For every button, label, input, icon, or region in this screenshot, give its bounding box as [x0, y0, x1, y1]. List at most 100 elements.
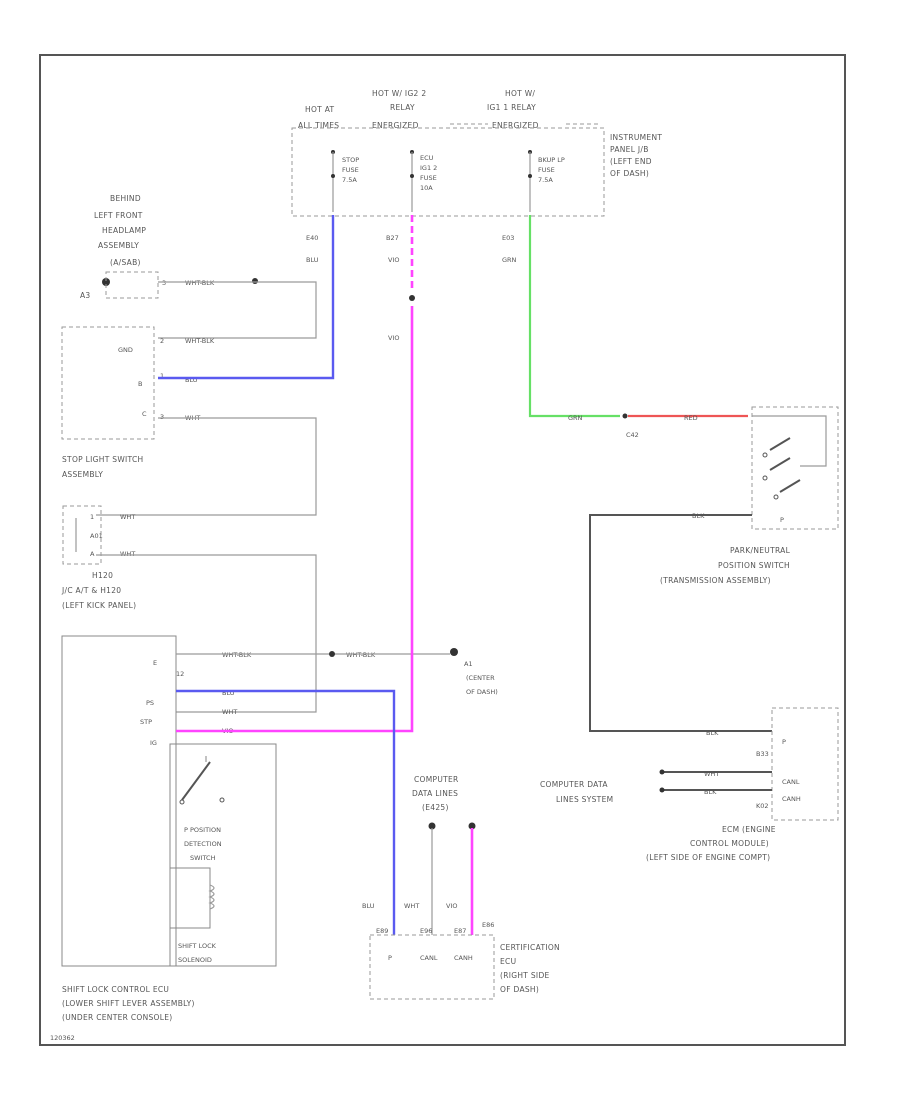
- svg-text:12: 12: [176, 670, 184, 678]
- svg-text:RELAY: RELAY: [390, 103, 415, 112]
- cert-pins: P CANL CANH: [388, 954, 473, 962]
- wire-label-wht-ecm: WHT: [704, 770, 719, 778]
- wire-id-e03: E03: [502, 234, 514, 242]
- svg-text:B: B: [138, 380, 142, 388]
- svg-text:ENERGIZED: ENERGIZED: [492, 121, 539, 130]
- wire-id-b27: B27: [386, 234, 399, 242]
- svg-text:PARK/NEUTRAL: PARK/NEUTRAL: [730, 546, 791, 555]
- stop-light-switch-label: STOP LIGHT SWITCH ASSEMBLY: [62, 455, 143, 479]
- stop-light-switch-pins: GND B C 2 1 3: [118, 337, 164, 421]
- svg-text:HOT AT: HOT AT: [305, 105, 335, 114]
- diagram-frame: [39, 54, 846, 1046]
- svg-text:DETECTION: DETECTION: [184, 840, 222, 848]
- drawing-id: 120362: [50, 1034, 75, 1042]
- svg-text:A01: A01: [90, 532, 103, 540]
- bkup-lp-fuse: BKUP LP FUSE 7.5A: [528, 150, 565, 212]
- computer-data-splice-label: COMPUTER DATA LINES (E425): [412, 775, 458, 812]
- svg-text:BLU: BLU: [362, 902, 375, 910]
- svg-text:B33: B33: [756, 750, 769, 758]
- svg-text:E86: E86: [482, 921, 494, 929]
- shift-lock-ecu-inner: [169, 743, 277, 967]
- svg-text:FUSE: FUSE: [538, 166, 555, 174]
- svg-text:(TRANSMISSION ASSEMBLY): (TRANSMISSION ASSEMBLY): [660, 576, 771, 585]
- svg-text:STOP: STOP: [342, 156, 359, 164]
- svg-text:2: 2: [160, 337, 164, 345]
- wire-label-wht-4: WHT: [222, 708, 237, 716]
- svg-text:E: E: [153, 659, 157, 667]
- svg-text:1: 1: [90, 513, 94, 521]
- ground-a3-label: A3: [80, 291, 91, 300]
- svg-text:VIO: VIO: [446, 902, 457, 910]
- svg-text:SWITCH: SWITCH: [190, 854, 216, 862]
- wire-black-park: [589, 514, 772, 732]
- ground-a1-label: A1 (CENTER OF DASH): [464, 660, 498, 696]
- svg-text:HOT W/: HOT W/: [505, 89, 535, 98]
- svg-text:HEADLAMP: HEADLAMP: [102, 226, 146, 235]
- wire-color-vio-top: VIO: [388, 256, 399, 264]
- svg-text:(A/SAB): (A/SAB): [110, 258, 141, 267]
- ecm-connector-ids: B33 K02: [756, 750, 769, 810]
- kick-panel-label: H120 J/C A/T & H120 (LEFT KICK PANEL): [61, 571, 136, 610]
- svg-text:(LEFT KICK PANEL): (LEFT KICK PANEL): [62, 601, 136, 610]
- hot-at-all-times-label: HOT AT ALL TIMES: [298, 105, 339, 130]
- wire-label-wht-blk-2: WHT-BLK: [185, 337, 215, 345]
- svg-text:(LEFT END: (LEFT END: [610, 157, 652, 166]
- svg-text:(CENTER: (CENTER: [466, 674, 495, 682]
- svg-text:WHT: WHT: [120, 550, 135, 558]
- svg-text:ECM (ENGINE: ECM (ENGINE: [722, 825, 776, 834]
- ecm-pins: P CANL CANH: [782, 738, 801, 803]
- ground-a3-point: [102, 278, 110, 286]
- wire-blue-ps: [176, 689, 396, 935]
- svg-text:BKUP LP: BKUP LP: [538, 156, 565, 164]
- svg-text:ENERGIZED: ENERGIZED: [372, 121, 419, 130]
- ecu-ig-fuse: ECU IG1 2 FUSE 10A: [410, 150, 437, 212]
- svg-text:COMPUTER DATA: COMPUTER DATA: [540, 780, 608, 789]
- svg-text:CANH: CANH: [454, 954, 473, 962]
- svg-text:10A: 10A: [420, 184, 433, 192]
- wire-color-blu-top: BLU: [306, 256, 319, 264]
- svg-text:BEHIND: BEHIND: [110, 194, 141, 203]
- svg-text:(LOWER SHIFT LEVER ASSEMBLY): (LOWER SHIFT LEVER ASSEMBLY): [62, 999, 195, 1008]
- svg-text:3: 3: [162, 279, 166, 287]
- svg-text:LEFT FRONT: LEFT FRONT: [94, 211, 143, 220]
- wire-color-grn-top: GRN: [502, 256, 517, 264]
- svg-text:3: 3: [160, 413, 164, 421]
- certification-ecu-label: CERTIFICATION ECU (RIGHT SIDE OF DASH): [500, 943, 560, 994]
- svg-text:CANH: CANH: [782, 795, 801, 803]
- instrument-panel-jb-label: INSTRUMENT PANEL J/B (LEFT END OF DASH): [610, 133, 662, 178]
- svg-text:WHT: WHT: [404, 902, 419, 910]
- stop-light-switch-box: [61, 326, 155, 440]
- wire-label-blk-2: BLK: [706, 729, 719, 737]
- svg-text:P: P: [782, 738, 786, 746]
- svg-text:CANL: CANL: [782, 778, 800, 786]
- svg-text:(LEFT SIDE OF ENGINE COMPT): (LEFT SIDE OF ENGINE COMPT): [646, 853, 770, 862]
- wire-pink-ecu: [176, 306, 414, 733]
- wire-label-wht-blk-1: WHT-BLK: [185, 279, 215, 287]
- svg-text:PS: PS: [146, 699, 154, 707]
- svg-text:K02: K02: [756, 802, 769, 810]
- ecm-label: ECM (ENGINE CONTROL MODULE) (LEFT SIDE O…: [646, 825, 776, 862]
- shift-lock-solenoid: SHIFT LOCK SOLENOID: [169, 867, 217, 964]
- shift-lock-ecu-box: [61, 635, 177, 967]
- cert-connector-ids: E89 E96 E87 E86: [376, 921, 494, 935]
- svg-text:J/C A/T & H120: J/C A/T & H120: [61, 586, 121, 595]
- park-switch-symbol: [752, 415, 827, 500]
- svg-text:E89: E89: [376, 927, 388, 935]
- wire-label-blu-3: BLU: [222, 689, 235, 697]
- wire-label-wht-blk-3: WHT-BLK: [222, 651, 252, 659]
- svg-text:ECU: ECU: [420, 154, 434, 162]
- svg-text:IG: IG: [150, 739, 157, 747]
- wire-label-blk-ecm: BLK: [704, 788, 717, 796]
- svg-text:A1: A1: [464, 660, 473, 668]
- wire-label-wht-blk-4: WHT-BLK: [346, 651, 376, 659]
- stop-fuse: STOP FUSE 7.5A: [331, 150, 359, 212]
- svg-text:INSTRUMENT: INSTRUMENT: [610, 133, 662, 142]
- p-position-switch: P POSITION DETECTION SWITCH: [179, 756, 225, 862]
- svg-text:PANEL J/B: PANEL J/B: [610, 145, 649, 154]
- park-switch-box: [751, 406, 839, 530]
- park-switch-label: PARK/NEUTRAL POSITION SWITCH (TRANSMISSI…: [660, 546, 791, 585]
- svg-text:FUSE: FUSE: [342, 166, 359, 174]
- ecm-box: [771, 707, 839, 821]
- svg-text:CANL: CANL: [420, 954, 438, 962]
- wire-blue-stop: [158, 215, 335, 380]
